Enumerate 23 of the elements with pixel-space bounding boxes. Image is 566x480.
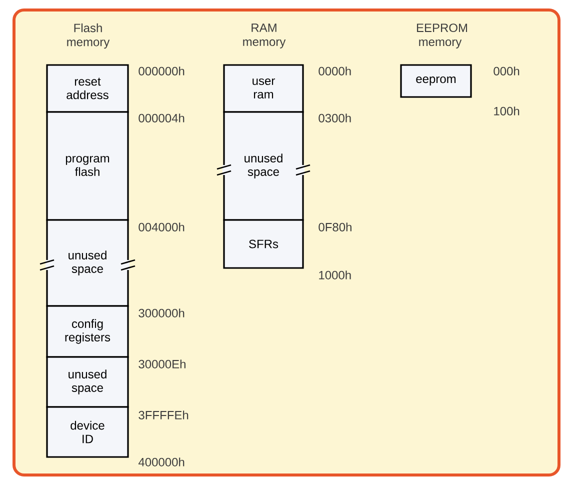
memory-block: unused space [46,219,129,307]
address-label: 3FFFFEh [138,410,188,420]
address-label: 000h [494,66,520,76]
address-label: 400000h [138,458,184,466]
memory-block: unused space [46,356,129,408]
memory-block: SFRs [223,219,304,269]
address-label: 300000h [138,308,184,318]
memory-block: device ID [46,406,129,458]
memory-heading: RAM memory [243,24,286,48]
address-label: 000004h [138,114,184,122]
address-label: 0000h [318,66,351,76]
address-label: 1000h [319,270,351,280]
address-label: 30000Eh [138,360,186,368]
memory-heading: Flash memory [67,23,110,49]
memory-block: user ram [223,64,304,113]
address-label: 100h [494,106,520,116]
address-label: 0F80h [318,222,352,232]
memory-block: reset address [46,64,129,113]
memory-block: config registers [46,305,129,358]
address-label: 0300h [318,114,351,122]
memory-heading: EEPROM memory [416,24,467,48]
memory-block: eeprom [400,64,472,98]
address-label: 004000h [138,222,184,232]
